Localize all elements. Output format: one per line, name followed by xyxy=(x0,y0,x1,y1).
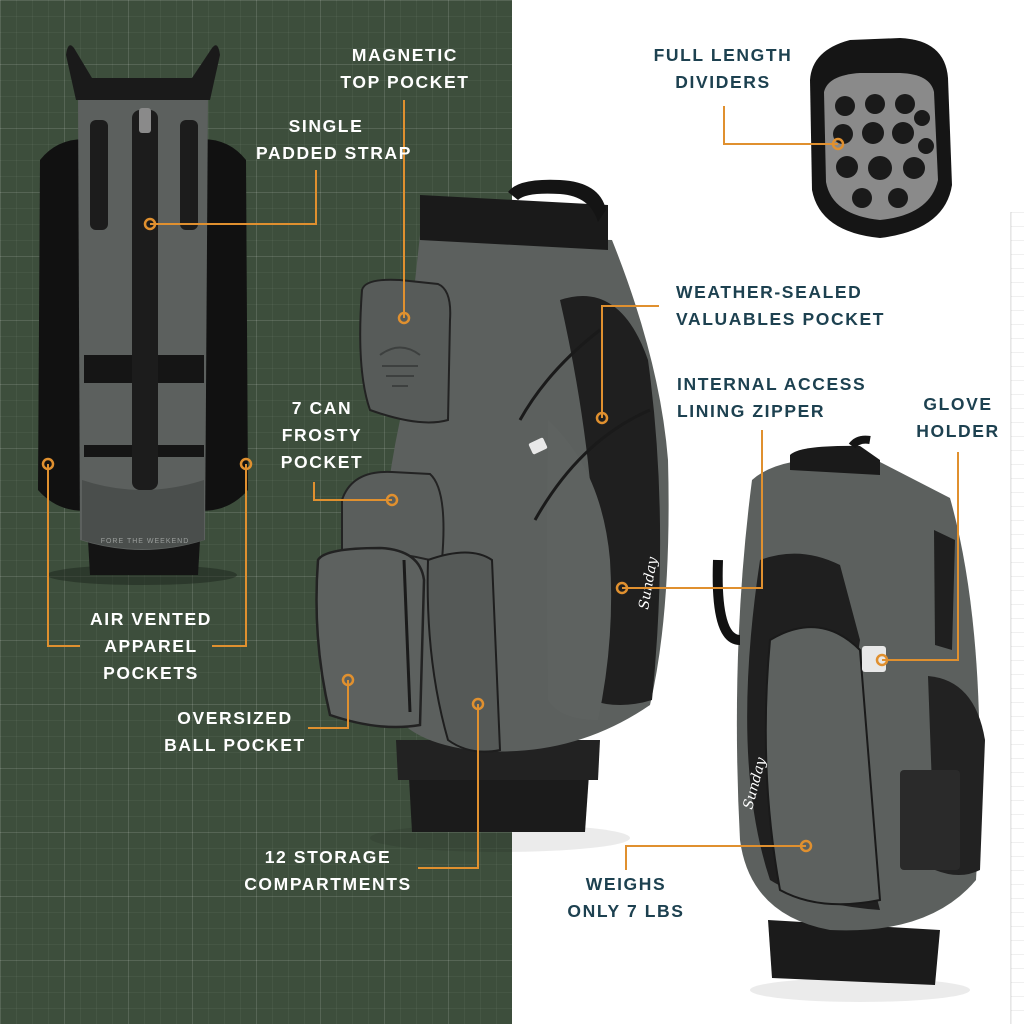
callout-12-storage-compartments: 12 STORAGE COMPARTMENTS xyxy=(244,847,412,894)
callout-internal-access-lining-zipper: INTERNAL ACCESS LINING ZIPPER xyxy=(677,374,867,421)
callout-glove-holder: GLOVE HOLDER xyxy=(916,394,1000,441)
bottom-band-text: FORE THE WEEKEND xyxy=(101,538,190,545)
callout-7-can-frosty-pocket: 7 CAN FROSTY POCKET xyxy=(280,398,364,472)
callout-air-vented-apparel-pockets: AIR VENTED APPAREL POCKETS xyxy=(90,609,212,683)
grid-edge-strip xyxy=(1010,212,1024,1024)
callout-weighs-only-7-lbs: WEIGHS ONLY 7 LBS xyxy=(567,874,685,921)
bag-top-view xyxy=(810,38,952,238)
callout-oversized-ball-pocket: OVERSIZED BALL POCKET xyxy=(164,708,306,755)
bag-back-view: FORE THE WEEKEND xyxy=(38,45,248,585)
callout-magnetic-top-pocket: MAGNETIC TOP POCKET xyxy=(340,45,470,92)
bag-angled-view: Sunday xyxy=(712,435,985,1002)
bag-front-view: Sunday xyxy=(315,179,669,852)
callout-full-length-dividers: FULL LENGTH DIVIDERS xyxy=(653,45,793,92)
callout-dots xyxy=(41,137,889,853)
callout-leader-lines xyxy=(47,100,959,870)
callout-weather-sealed-valuables-pocket: WEATHER-SEALED VALUABLES POCKET xyxy=(676,282,886,329)
callout-single-padded-strap: SINGLE PADDED STRAP xyxy=(256,116,412,163)
